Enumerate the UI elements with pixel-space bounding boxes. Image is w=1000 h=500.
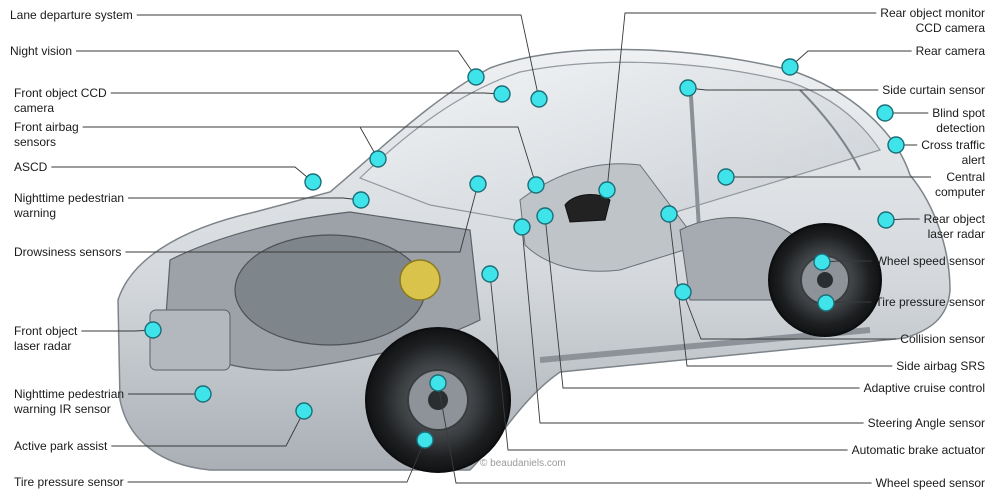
label-central-computer: Central computer [934, 170, 985, 199]
leader-rear-object-ccd-0 [606, 12, 877, 191]
marker-front-object-laser[interactable] [144, 321, 162, 339]
leader-auto-brake-0 [489, 273, 848, 451]
marker-nighttime-ped-warning[interactable] [352, 191, 370, 209]
marker-rear-object-ccd[interactable] [598, 181, 616, 199]
sensor-markers [144, 58, 905, 449]
leader-steering-angle-0 [521, 226, 864, 424]
marker-rear-camera[interactable] [781, 58, 799, 76]
marker-side-airbag[interactable] [660, 205, 678, 223]
label-cross-traffic: Cross traffic alert [921, 138, 985, 167]
side-mirror [564, 194, 611, 223]
leader-rear-camera-0 [789, 50, 912, 68]
label-side-airbag: Side airbag SRS [896, 359, 985, 373]
leader-adaptive-cruise-0 [544, 215, 860, 389]
label-ascd: ASCD [14, 160, 48, 174]
pillar-b [688, 79, 702, 246]
leader-wheel-speed-front-0 [437, 382, 872, 484]
leader-front-airbag-1 [82, 126, 537, 186]
marker-nighttime-ped-ir[interactable] [194, 385, 212, 403]
marker-collision[interactable] [674, 283, 692, 301]
greenhouse [358, 61, 881, 236]
label-rear-camera: Rear camera [915, 44, 985, 58]
label-night-vision: Night vision [10, 44, 73, 58]
leader-front-object-laser-0 [81, 329, 154, 332]
label-tire-pressure-rear: Tire pressure sensor [875, 295, 985, 309]
rear-wheel [768, 223, 882, 337]
marker-adaptive-cruise[interactable] [536, 207, 554, 225]
marker-blind-spot[interactable] [876, 104, 894, 122]
leader-tire-pressure-front-0 [127, 439, 426, 483]
label-front-object-laser: Front object laser radar [14, 324, 78, 353]
label-nighttime-ped-ir: Nighttime pedestrian warning IR sensor [14, 387, 125, 416]
engine-pulley [399, 259, 441, 301]
label-tire-pressure-front: Tire pressure sensor [14, 475, 124, 489]
marker-wheel-speed-rear[interactable] [813, 253, 831, 271]
label-rear-object-laser: Rear object laser radar [923, 212, 985, 241]
label-active-park: Active park assist [14, 439, 108, 453]
leader-front-airbag-0 [82, 126, 379, 160]
label-drowsiness: Drowsiness sensors [14, 245, 122, 259]
label-side-curtain: Side curtain sensor [882, 83, 985, 97]
leader-drowsiness-0 [125, 183, 479, 253]
leader-ascd-0 [51, 166, 314, 183]
label-rear-object-ccd: Rear object monitor CCD camera [880, 6, 985, 35]
marker-lane-departure[interactable] [530, 90, 548, 108]
label-adaptive-cruise: Adaptive cruise control [863, 381, 985, 395]
marker-front-airbag-2[interactable] [527, 176, 545, 194]
marker-active-park[interactable] [295, 402, 313, 420]
label-wheel-speed-rear: Wheel speed sensor [875, 254, 985, 268]
leader-active-park-0 [111, 410, 305, 447]
leader-front-object-ccd-0 [110, 92, 503, 95]
rear-window-edge [799, 89, 861, 171]
marker-central-computer[interactable] [717, 168, 735, 186]
label-front-object-ccd: Front object CCD camera [14, 86, 107, 115]
leader-collision-0 [682, 291, 897, 340]
label-lane-departure: Lane departure system [10, 8, 133, 22]
label-nighttime-ped-warning: Nighttime pedestrian warning [14, 191, 125, 220]
label-auto-brake: Automatic brake actuator [851, 443, 985, 457]
label-blind-spot: Blind spot detection [932, 106, 985, 135]
marker-front-object-ccd[interactable] [493, 85, 511, 103]
image-credit: © beaudaniels.com [480, 458, 566, 469]
car-body [117, 48, 951, 473]
marker-wheel-speed-front[interactable] [429, 374, 447, 392]
marker-side-curtain[interactable] [679, 79, 697, 97]
label-collision: Collision sensor [900, 332, 985, 346]
marker-auto-brake[interactable] [481, 265, 499, 283]
radiator [149, 309, 231, 371]
marker-tire-pressure-rear[interactable] [817, 294, 835, 312]
leader-lane-departure-0 [136, 14, 540, 100]
marker-drowsiness[interactable] [469, 175, 487, 193]
marker-night-vision[interactable] [467, 68, 485, 86]
marker-tire-pressure-front[interactable] [416, 431, 434, 449]
leader-night-vision-0 [76, 50, 477, 78]
marker-rear-object-laser[interactable] [877, 211, 895, 229]
leader-side-airbag-0 [668, 213, 893, 367]
engine-block [234, 234, 426, 346]
marker-steering-angle[interactable] [513, 218, 531, 236]
marker-ascd[interactable] [304, 173, 322, 191]
label-wheel-speed-front: Wheel speed sensor [875, 476, 985, 490]
front-wheel [365, 327, 511, 473]
marker-cross-traffic[interactable] [887, 136, 905, 154]
label-front-airbag: Front airbag sensors [14, 120, 79, 149]
label-steering-angle: Steering Angle sensor [867, 416, 985, 430]
marker-front-airbag[interactable] [369, 150, 387, 168]
